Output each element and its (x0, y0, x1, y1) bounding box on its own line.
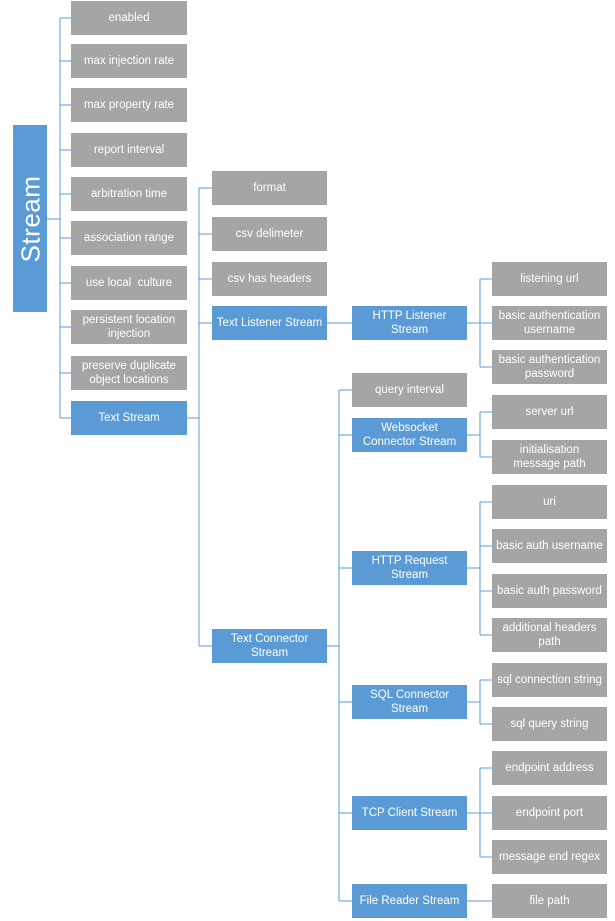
node-basic-authentication-password: basic authentication password (492, 350, 607, 384)
node-csv-has-headers: csv has headers (212, 262, 327, 296)
node-initialisation-message-path: initialisation message path (492, 440, 607, 474)
node-text-listener-stream: Text Listener Stream (212, 306, 327, 340)
node-sql-connection-string: sql connection string (492, 663, 607, 697)
node-sql-query-string: sql query string (492, 707, 607, 741)
node-endpoint-address: endpoint address (492, 751, 607, 785)
node-report-interval: report interval (71, 133, 187, 167)
node-basic-authentication-username: basic authentication username (492, 306, 607, 340)
node-persistent-location-injection: persistent location injection (71, 310, 187, 344)
node-basic-auth-username: basic auth username (492, 529, 607, 563)
root-node-label: Stream (15, 175, 45, 262)
node-csv-delimeter: csv delimeter (212, 217, 327, 251)
node-basic-auth-password: basic auth password (492, 574, 607, 608)
node-text-stream: Text Stream (71, 401, 187, 435)
node-query-interval: query interval (352, 373, 467, 407)
node-preserve-duplicate-object-locations: preserve duplicate object locations (71, 356, 187, 390)
root-node-stream: Stream (13, 125, 47, 312)
node-enabled: enabled (71, 1, 187, 35)
node-use-local-culture: use local culture (71, 266, 187, 300)
node-file-reader-stream: File Reader Stream (352, 884, 467, 918)
node-max-property-rate: max property rate (71, 88, 187, 122)
node-server-url: server url (492, 395, 607, 429)
node-uri: uri (492, 485, 607, 519)
node-message-end-regex: message end regex (492, 840, 607, 874)
node-endpoint-port: endpoint port (492, 796, 607, 830)
node-association-range: association range (71, 221, 187, 255)
node-listening-url: listening url (492, 262, 607, 296)
node-websocket-connector-stream: Websocket Connector Stream (352, 418, 467, 452)
node-format: format (212, 171, 327, 205)
node-file-path: file path (492, 884, 607, 918)
node-http-listener-stream: HTTP Listener Stream (352, 306, 467, 340)
node-max-injection-rate: max injection rate (71, 44, 187, 78)
node-arbitration-time: arbitration time (71, 177, 187, 211)
node-http-request-stream: HTTP Request Stream (352, 551, 467, 585)
node-tcp-client-stream: TCP Client Stream (352, 796, 467, 830)
node-sql-connector-stream: SQL Connector Stream (352, 685, 467, 719)
node-text-connector-stream: Text Connector Stream (212, 629, 327, 663)
node-additional-headers-path: additional headers path (492, 618, 607, 652)
